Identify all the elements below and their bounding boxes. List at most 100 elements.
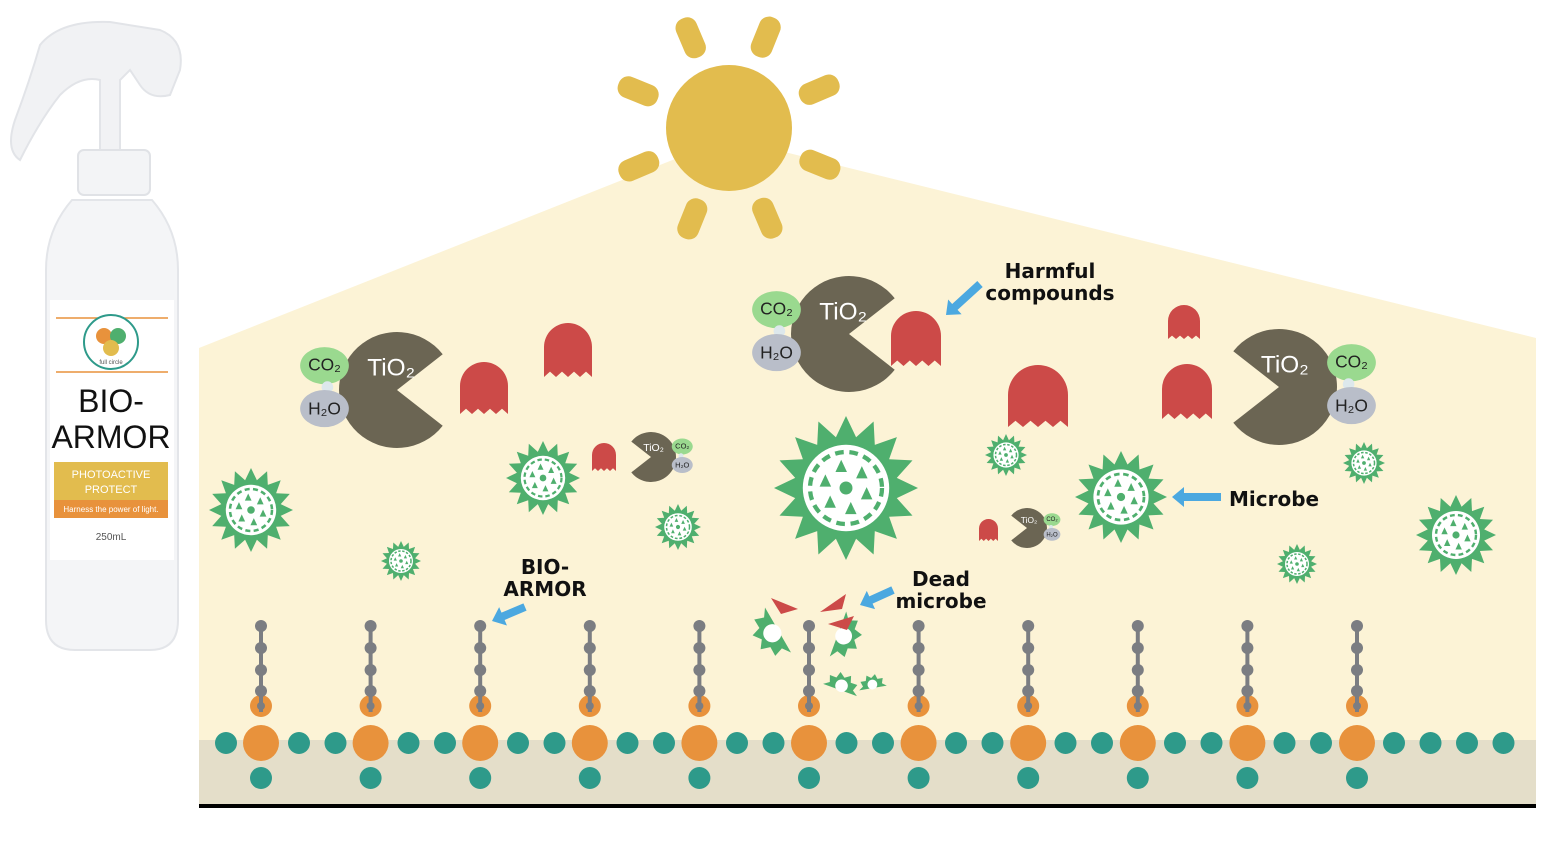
- microbe-icon: [655, 504, 701, 550]
- tio2-catalyst-icon: TiO₂ CO₂ H₂O: [1233, 329, 1376, 446]
- chain-bead: [803, 685, 815, 697]
- h2o-bubble: [300, 390, 349, 428]
- surface-particle: [1456, 732, 1478, 754]
- anchor-node: [1119, 725, 1156, 761]
- chain-bead: [1241, 664, 1254, 676]
- microbe-icon: [209, 468, 293, 552]
- chain-bead: [474, 642, 487, 654]
- tio2-label: TiO₂: [819, 299, 867, 326]
- h2o-bubble: [752, 334, 801, 372]
- sun-ray: [675, 17, 706, 59]
- surface-particle: [835, 732, 858, 754]
- harmful-compound-group: [460, 305, 1212, 541]
- surface-particle: [397, 732, 420, 754]
- sun-disc: [666, 65, 792, 191]
- chain-bead: [474, 620, 487, 632]
- sun-ray: [750, 16, 781, 58]
- chain-bead: [364, 664, 377, 676]
- tio2-label: TiO₂: [1261, 352, 1309, 379]
- sun-ray: [677, 198, 708, 240]
- h2o-label: H₂O: [308, 398, 341, 418]
- surface-particle: [469, 767, 492, 789]
- harmful-compound-icon: [544, 323, 592, 377]
- h2o-bubble: [1043, 528, 1061, 541]
- chain-bead: [1351, 620, 1363, 632]
- co2-bubble: [752, 291, 801, 329]
- surface-particle: [907, 767, 930, 789]
- sun-ray: [799, 149, 841, 180]
- chain-bead: [1022, 642, 1035, 654]
- surface-particle: [726, 732, 748, 754]
- chain-bead: [583, 620, 596, 632]
- chain-bead: [583, 664, 596, 676]
- anchor-node: [243, 725, 279, 761]
- surface-particle: [1054, 732, 1077, 754]
- surface-particle: [1091, 732, 1113, 754]
- h2o-label: H₂O: [1335, 395, 1368, 415]
- surface-particle: [1200, 732, 1223, 754]
- bottle-tagline: Harness the power of light.: [63, 505, 158, 514]
- chain-bead: [1351, 664, 1363, 676]
- surface-particle: [1236, 767, 1259, 789]
- sun-ray: [798, 74, 840, 105]
- surface-particle: [981, 732, 1004, 754]
- pointer-arrows: [492, 281, 1221, 626]
- bottle-band-line1: PHOTOACTIVE: [72, 469, 151, 481]
- chain-bead: [474, 685, 487, 697]
- microbe-fragment: [859, 674, 887, 691]
- chain-bead: [1022, 664, 1035, 676]
- microbe-icon: [381, 541, 421, 581]
- chain-bead: [1133, 702, 1142, 710]
- microbe-icon: [1277, 544, 1317, 584]
- pointer-arrow-icon: [1172, 487, 1221, 507]
- surface-particle: [1164, 732, 1186, 754]
- bubble-dot: [1049, 525, 1053, 529]
- co2-bubble: [1043, 513, 1061, 526]
- microbe-icon: [506, 441, 580, 515]
- bottle-volume: 250mL: [96, 532, 127, 543]
- surface-particle: [945, 732, 967, 754]
- surface-particle: [653, 732, 675, 754]
- pointer-arrow-icon: [492, 603, 527, 626]
- bottle-title-line1: BIO-: [78, 383, 144, 419]
- surface-particle: [324, 732, 347, 754]
- chain-bead: [583, 685, 596, 697]
- dead-microbe-icon: [752, 594, 887, 697]
- harmful-label-line2: compounds: [985, 281, 1114, 305]
- chain-bead: [1241, 642, 1254, 654]
- anchor-node: [900, 725, 937, 761]
- surface-particle: [215, 732, 237, 754]
- anchor-node: [1229, 725, 1266, 761]
- surface-molecule-layer: [215, 725, 1515, 789]
- chain-bead: [693, 642, 706, 654]
- anchor-node: [352, 725, 389, 761]
- chain-bead: [476, 702, 485, 710]
- surface-particle: [798, 767, 820, 789]
- chain-bead: [912, 642, 925, 654]
- harmful-compound-icon: [979, 519, 998, 541]
- microbe-group: [209, 416, 1496, 584]
- shard: [828, 616, 854, 630]
- chain-bead: [257, 702, 265, 710]
- harmful-compound-icon: [1168, 305, 1200, 339]
- h2o-label: H₂O: [675, 461, 689, 470]
- sun-ray: [752, 197, 783, 239]
- shard: [771, 598, 798, 614]
- surface-particle: [507, 732, 529, 754]
- chain-bead: [255, 685, 267, 697]
- co2-label: CO₂: [308, 354, 341, 374]
- harmful-compound-icon: [460, 362, 508, 414]
- chain-bead: [803, 620, 815, 632]
- microbe-fragment: [752, 607, 791, 656]
- surface-particle: [1017, 767, 1040, 789]
- surface-particle: [1310, 732, 1332, 754]
- surface-particle: [434, 732, 456, 754]
- harmful-compound-icon: [1008, 365, 1068, 427]
- microbe-icon: [1075, 451, 1167, 543]
- surface-particle: [543, 732, 566, 754]
- surface-particle: [250, 767, 272, 789]
- co2-label: CO₂: [1335, 351, 1368, 371]
- chain-bead: [364, 620, 377, 632]
